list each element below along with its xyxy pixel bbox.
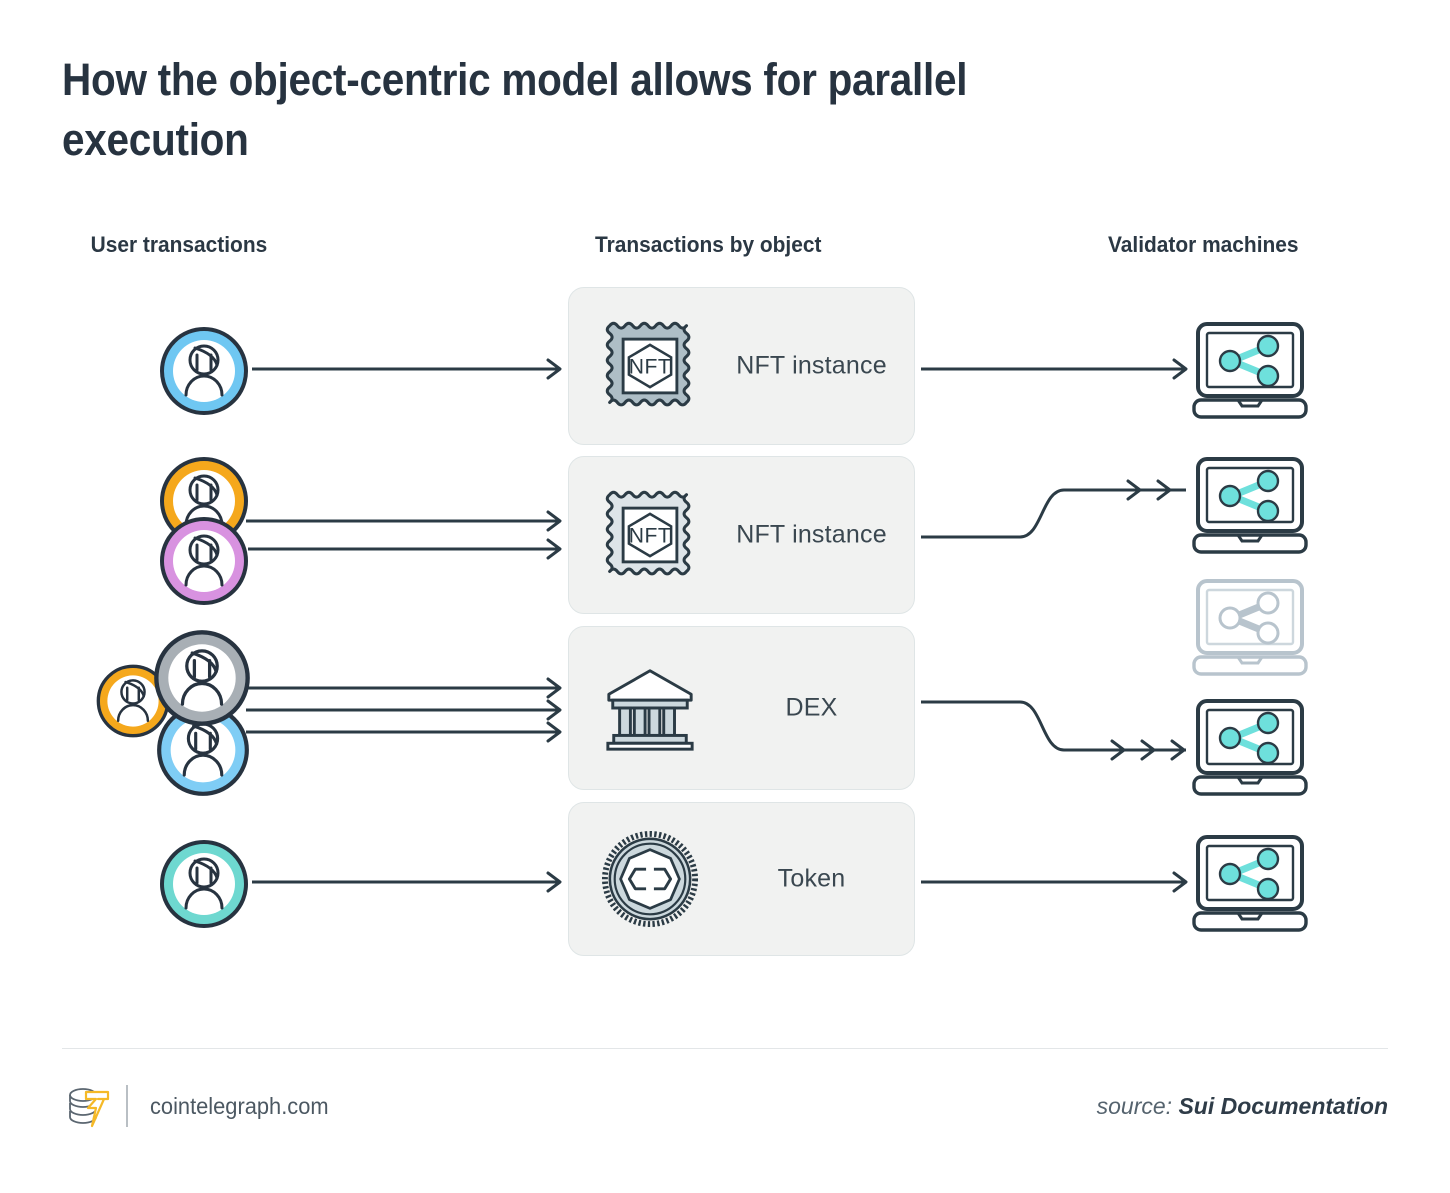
object-card-token[interactable]: Token [568,802,915,956]
object-card-label: NFT instance [736,520,887,549]
arrow-object-to-validator-row3 [921,700,1186,761]
object-card-nft-instance-2[interactable]: NFT NFT instance [568,456,915,614]
avatar-user-row3-c [155,702,251,798]
avatar-user-row1 [158,325,250,417]
validator-machine-1[interactable] [1192,320,1308,420]
arrow-object-to-validator-row1 [921,358,1188,380]
avatar-user-row3-b [152,628,252,728]
arrow-object-to-validator-row2 [921,479,1186,539]
validator-machine-4[interactable] [1192,697,1308,797]
column-header-transactions-by-object: Transactions by object [594,232,822,257]
avatar-user-row2-b [158,515,250,607]
cointelegraph-domain: cointelegraph.com [150,1093,329,1119]
source-name: Sui Documentation [1178,1093,1388,1119]
arrow-user-to-object-row2-a [246,510,562,532]
avatar-user-row2-a [158,455,250,547]
arrow-user-to-object-row2-b [248,538,562,560]
column-header-validator-machines: Validator machines [1108,232,1299,257]
arrow-object-to-validator-row4 [921,871,1188,893]
object-card-label: Token [777,864,846,893]
arrow-user-to-object-row1 [252,358,562,380]
footer-vertical-rule [126,1085,128,1127]
validator-machine-5[interactable] [1192,833,1308,933]
object-card-nft-instance-1[interactable]: NFT NFT instance [568,287,915,445]
cointelegraph-logo-icon [62,1082,116,1137]
footer-divider [62,1048,1388,1049]
token-coin-icon [598,827,702,931]
validator-machine-2[interactable] [1192,455,1308,555]
bank-icon [598,656,702,760]
source-credit: source: Sui Documentation [1097,1093,1388,1120]
object-card-label: DEX [785,693,838,722]
svg-text:NFT: NFT [629,356,671,379]
arrow-user-to-object-row3-b [246,699,562,721]
object-card-dex[interactable]: DEX [568,626,915,790]
nft-stamp-icon: NFT [598,483,702,587]
source-prefix: source: [1096,1093,1173,1119]
object-card-label: NFT instance [736,351,887,380]
arrow-user-to-object-row4 [252,871,562,893]
nft-stamp-icon: NFT [598,314,702,418]
page-title: How the object-centric model allows for … [62,54,968,165]
column-header-user-transactions: User transactions [90,232,268,257]
arrow-user-to-object-row3-c [246,721,562,743]
svg-text:NFT: NFT [629,525,671,548]
avatar-user-row3-a [95,663,171,739]
validator-machine-3[interactable] [1192,577,1308,677]
avatar-user-row4 [158,838,250,930]
arrow-user-to-object-row3-a [246,677,562,699]
